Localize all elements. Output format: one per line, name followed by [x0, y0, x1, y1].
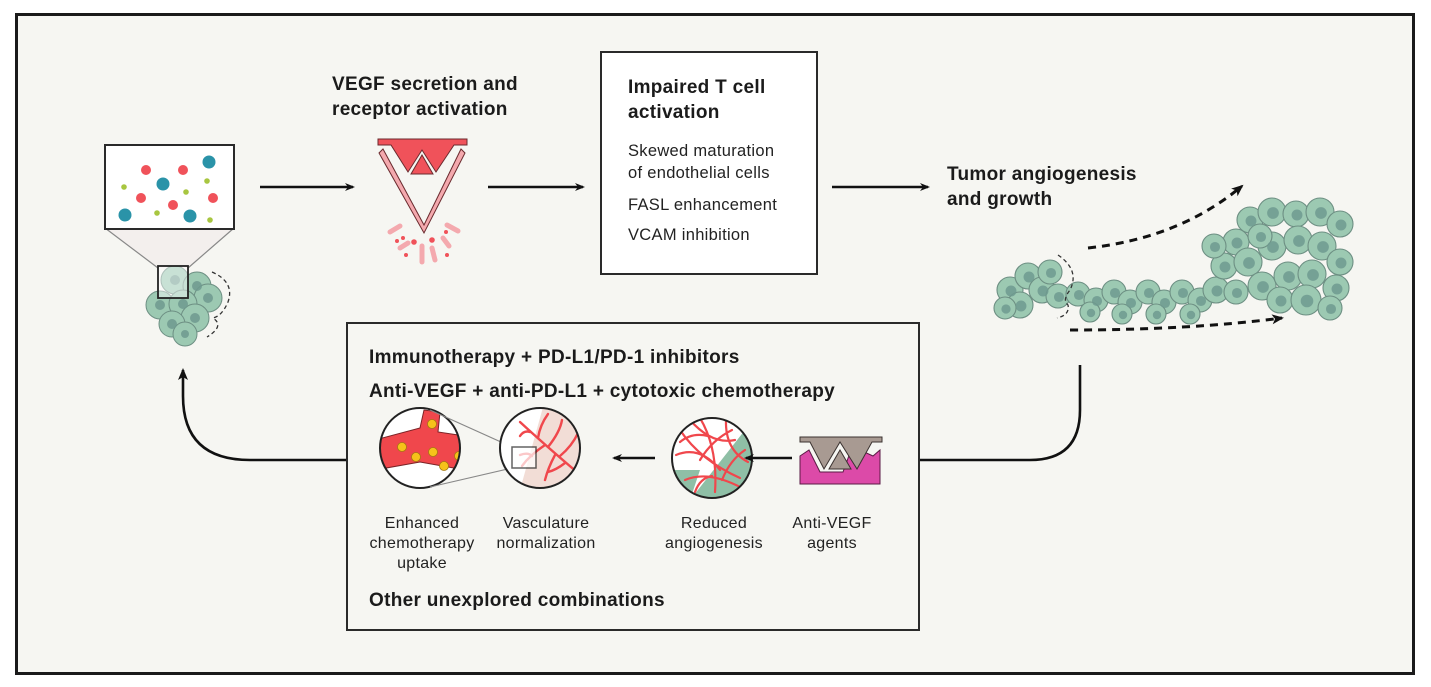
vegf-secreted-fragments — [387, 222, 461, 265]
therapy-footer: Other unexplored combinations — [369, 590, 665, 611]
tumor-title-line1: Tumor angiogenesis — [947, 164, 1137, 185]
tcell-item-3: VCAM inhibition — [628, 226, 750, 244]
tcell-box: Impaired T cell activation Skewed matura… — [600, 51, 818, 275]
caption-uptake-line2: chemotherapy — [369, 535, 475, 552]
tumor-cell-nucleus — [1195, 295, 1207, 307]
tumor-title-line2: and growth — [947, 189, 1053, 210]
tumor-cell-nucleus — [1335, 257, 1347, 269]
tumor-cell-nucleus — [1209, 241, 1221, 253]
tumor-cell-nucleus — [1231, 237, 1243, 249]
anti-vegf-agent-icon — [799, 436, 883, 485]
tumor-cell-nucleus — [1118, 310, 1128, 320]
reduced-angiogenesis-illustration — [671, 417, 753, 499]
vegf-receptor-icon — [377, 138, 468, 265]
tumor-cell-nucleus — [1231, 287, 1243, 299]
tumor-cell-nucleus — [1015, 300, 1027, 312]
caption-uptake: Enhanced chemotherapy uptake — [362, 514, 482, 574]
tcell-item-1-line2: of endothelial cells — [628, 164, 770, 182]
tumor-cell-nucleus — [1005, 285, 1017, 297]
tumor-cell-nucleus — [1307, 269, 1319, 281]
tumor-cell-nucleus — [1091, 295, 1103, 307]
tumor-cell-nucleus — [1267, 207, 1279, 219]
zoom-source-box — [157, 265, 189, 299]
tumor-cell-nucleus — [1211, 285, 1223, 297]
loop-arrow-to-start — [178, 368, 347, 462]
tumor-cell-nucleus — [1086, 308, 1096, 318]
zoom-projection — [105, 228, 234, 268]
tumor-cell-nucleus — [1275, 295, 1287, 307]
caption-antivegf: Anti-VEGF agents — [782, 514, 882, 554]
tumor-cell-nucleus — [1300, 294, 1314, 308]
tumor-cell-nucleus — [1125, 297, 1137, 309]
tumor-growth-illustration — [993, 184, 1354, 332]
tumor-cell-nucleus — [1283, 271, 1295, 283]
tumor-cell-nucleus — [1073, 289, 1085, 301]
tcell-title-line2: activation — [628, 102, 720, 123]
caption-antivegf-line2: agents — [807, 535, 857, 552]
therapy-heading-1: Immunotherapy + PD-L1/PD-1 inhibitors — [369, 347, 740, 368]
vegf-title-line2: receptor activation — [332, 99, 508, 120]
tumor-cell-nucleus — [1143, 287, 1155, 299]
tumor-cell-nucleus — [1293, 235, 1305, 247]
caption-uptake-line1: Enhanced — [384, 515, 460, 532]
tumor-cell-nucleus — [1219, 261, 1231, 273]
growth-dashed-arrow-top — [1087, 184, 1244, 250]
caption-normalization-line1: Vasculature — [502, 515, 590, 532]
tumor-cell-nucleus — [1335, 219, 1347, 231]
tcell-item-2: FASL enhancement — [628, 196, 778, 214]
tumor-cell-nucleus — [1053, 291, 1065, 303]
growth-dashed-arrow-bottom — [1069, 314, 1284, 332]
tumor-cell-nucleus — [1331, 283, 1343, 295]
therapy-heading-2: Anti-VEGF + anti-PD-L1 + cytotoxic chemo… — [369, 381, 835, 402]
secreted-particles — [118, 155, 218, 223]
caption-normalization-line2: normalization — [496, 535, 596, 552]
tumor-cell-nucleus — [1177, 287, 1189, 299]
tumor-cell-nucleus — [1325, 303, 1337, 315]
uptake-illustration — [379, 407, 513, 489]
tumor-cell-nucleus — [1159, 297, 1171, 309]
caption-normalization: Vasculature normalization — [486, 514, 606, 554]
caption-reduced-line2: angiogenesis — [665, 535, 763, 552]
therapy-box: Immunotherapy + PD-L1/PD-1 inhibitors An… — [346, 322, 920, 631]
tumor-cell-nucleus — [1255, 231, 1267, 243]
tumor-cell-nucleus — [1267, 241, 1279, 253]
tumor-cell-cluster-small — [145, 265, 231, 347]
vegf-title-line1: VEGF secretion and — [332, 74, 518, 95]
caption-reduced: Reduced angiogenesis — [654, 514, 774, 554]
loop-line-from-tumor — [918, 365, 1082, 462]
tumor-cell-nucleus — [1152, 310, 1162, 320]
caption-reduced-line1: Reduced — [680, 515, 748, 532]
tumor-cell-nucleus — [1001, 304, 1011, 314]
tcell-title-line1: Impaired T cell — [628, 77, 766, 98]
tumor-cell-nucleus — [1315, 207, 1327, 219]
tumor-cell-nucleus — [1023, 271, 1035, 283]
caption-uptake-line3: uptake — [397, 555, 447, 572]
tumor-cell-nucleus — [1037, 285, 1049, 297]
tumor-cell-nucleus — [1186, 310, 1196, 320]
tumor-cell-nucleus — [1045, 267, 1057, 279]
tumor-cell-nucleus — [1257, 281, 1269, 293]
caption-antivegf-line1: Anti-VEGF — [792, 515, 872, 532]
tumor-cell-nucleus — [1243, 257, 1255, 269]
tcell-item-1-line1: Skewed maturation — [628, 142, 775, 160]
tumor-cell-nucleus — [1291, 209, 1303, 221]
tumor-cell-nucleus — [1245, 215, 1257, 227]
tumor-cell-nucleus — [1317, 241, 1329, 253]
tumor-cell-nucleus — [1109, 287, 1121, 299]
tumor-secretion-illustration — [104, 144, 235, 347]
